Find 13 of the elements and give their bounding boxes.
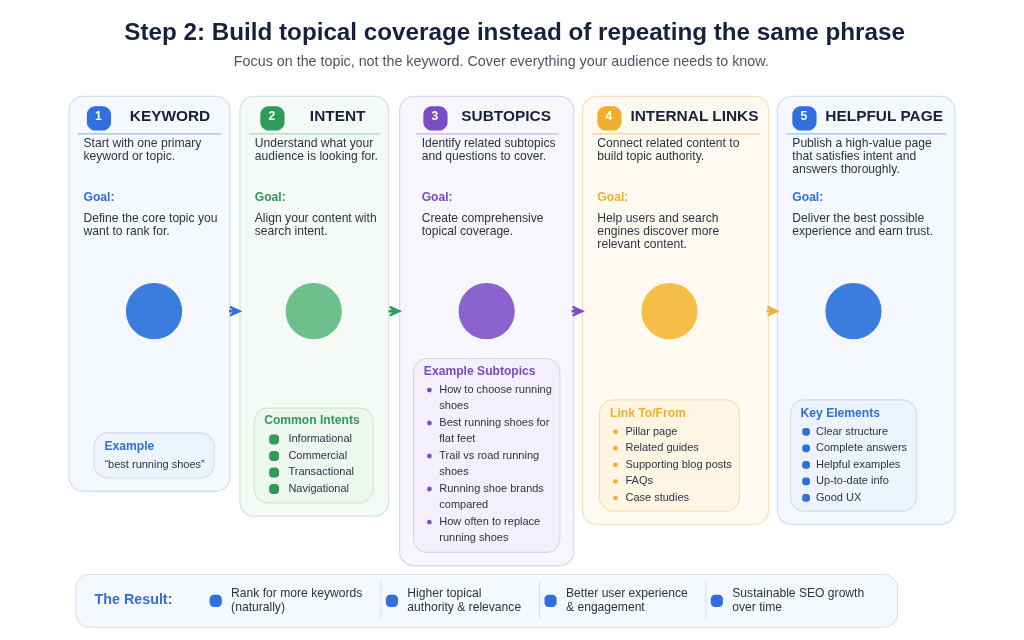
node-box: Key Elements Clear structure Complete answers Helpful examples Up-to-date info Good UX [790, 399, 917, 512]
node-box: Link To/From Pillar page Related guides Supporting blog posts FAQs Case studies [599, 399, 740, 512]
node-circle [825, 283, 882, 340]
node-box: The Result: Rank for more keywords (naturally) Higher topical authority & relevance Better user experience & engagement Sustainable SEO growth over time [75, 573, 899, 628]
node-box: Common Intents Informational Commercial Transactional Navigational [253, 407, 374, 504]
node-circle [285, 283, 342, 340]
diagram-title: Step 2: Build topical coverage instead of repeating the same phrase [124, 17, 905, 45]
caption: Focus on the topic, not the keyword. Cover everything your audience needs to know. [233, 53, 769, 70]
node-circle [458, 283, 515, 340]
node-box: Example “best running shoes” [93, 432, 215, 479]
node-circle [125, 283, 183, 340]
node-box: Example Subtopics How to choose running shoes Best running shoes for flat feet Trail vs road running shoes Running shoe brands compared How often to replace running shoes [412, 358, 561, 553]
node-circle [641, 283, 698, 340]
